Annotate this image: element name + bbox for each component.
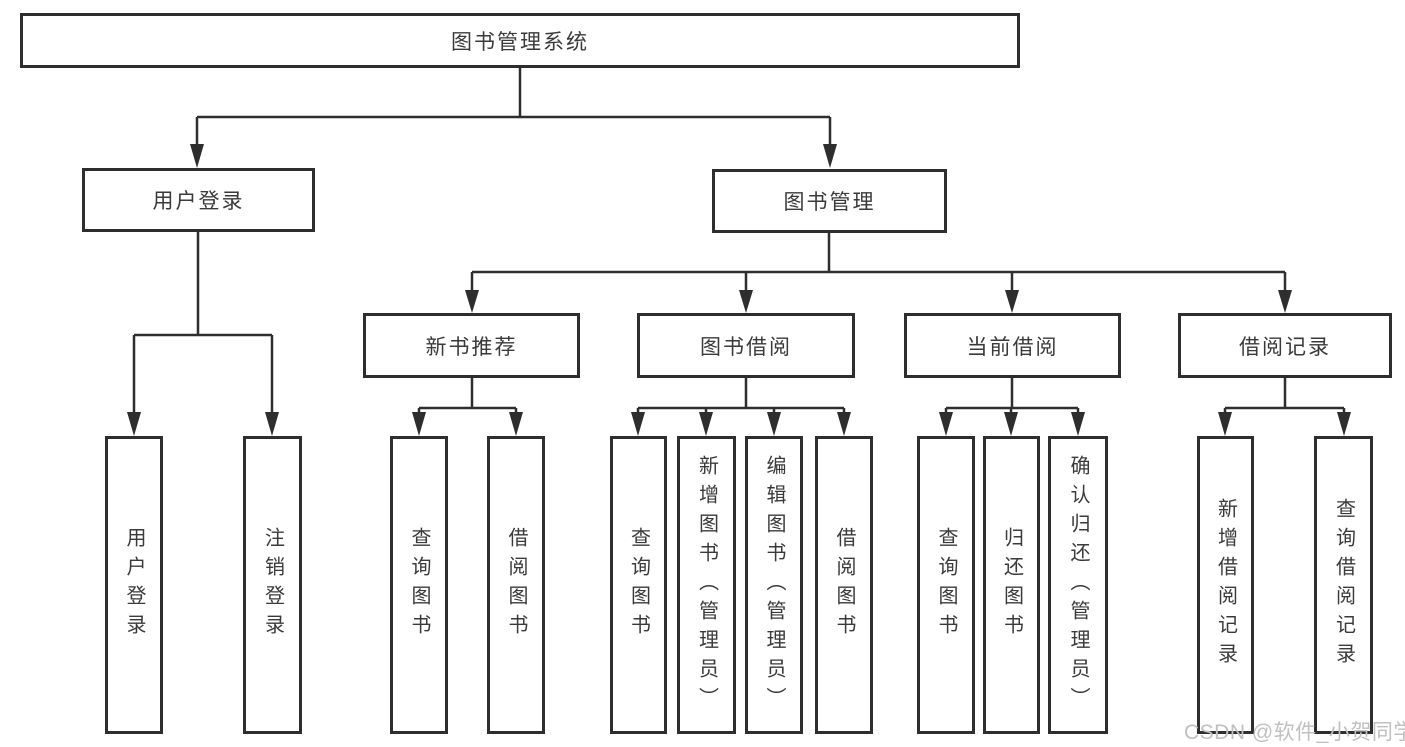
- leaf-borrow-books: 借阅图书: [815, 436, 873, 734]
- leaf-label: 注销登录: [261, 527, 284, 643]
- leaf-query-borrow-record: 查询借阅记录: [1314, 436, 1373, 734]
- leaf-label: 编辑图书（管理员）: [763, 454, 785, 716]
- connector-book-management-children: [470, 233, 1287, 291]
- leaf-label: 查询图书: [935, 527, 957, 643]
- node-label: 图书管理系统: [451, 30, 589, 54]
- leaf-label: 归还图书: [1000, 527, 1023, 643]
- node-new-book-recommend: 新书推荐: [363, 313, 580, 378]
- leaf-label: 用户登录: [123, 527, 145, 643]
- leaf-label: 确认归还（管理员）: [1067, 454, 1089, 716]
- leaf-label: 新增图书（管理员）: [695, 454, 718, 716]
- leaf-add-borrow-record: 新增借阅记录: [1197, 436, 1254, 734]
- connector-current-borrow-children: [944, 378, 1080, 414]
- leaf-label: 借阅图书: [833, 527, 855, 643]
- node-label: 当前借阅: [966, 335, 1059, 359]
- node-label: 借阅记录: [1239, 335, 1331, 359]
- leaf-label: 借阅图书: [505, 527, 527, 643]
- leaf-label: 新增借阅记录: [1214, 498, 1237, 672]
- leaf-borrow-books-recommend: 借阅图书: [487, 436, 545, 734]
- leaf-user-login: 用户登录: [105, 436, 163, 734]
- leaf-add-books-admin: 新增图书（管理员）: [677, 436, 736, 734]
- leaf-logout: 注销登录: [243, 436, 302, 734]
- leaf-query-books-current: 查询图书: [917, 436, 975, 734]
- node-label: 用户登录: [152, 190, 245, 213]
- node-borrow-records: 借阅记录: [1178, 313, 1392, 378]
- node-label: 图书借阅: [700, 335, 792, 359]
- node-book-management: 图书管理: [712, 169, 947, 233]
- connector-user-login-children: [132, 232, 274, 414]
- leaf-query-books-borrow: 查询图书: [610, 436, 667, 734]
- csdn-watermark: CSDN @软件_小贺同学: [1184, 721, 1405, 744]
- leaf-label: 查询图书: [408, 527, 430, 643]
- connector-new-book-children: [417, 378, 518, 414]
- leaf-edit-books-admin: 编辑图书（管理员）: [745, 436, 803, 734]
- node-label: 图书管理: [783, 191, 876, 214]
- connector-borrow-records-children: [1223, 378, 1346, 414]
- leaf-label: 查询借阅记录: [1332, 498, 1355, 672]
- node-current-borrow: 当前借阅: [904, 313, 1121, 378]
- connector-root-to-level2: [195, 68, 832, 146]
- node-user-login: 用户登录: [82, 168, 315, 232]
- leaf-query-books-recommend: 查询图书: [390, 436, 448, 734]
- connector-book-borrow-children: [636, 378, 846, 414]
- node-book-borrow: 图书借阅: [637, 313, 855, 378]
- node-library-management-system: 图书管理系统: [20, 13, 1020, 68]
- node-label: 新书推荐: [425, 335, 518, 359]
- leaf-label: 查询图书: [627, 527, 650, 643]
- leaf-confirm-return-admin: 确认归还（管理员）: [1048, 436, 1108, 734]
- leaf-return-books: 归还图书: [983, 436, 1040, 734]
